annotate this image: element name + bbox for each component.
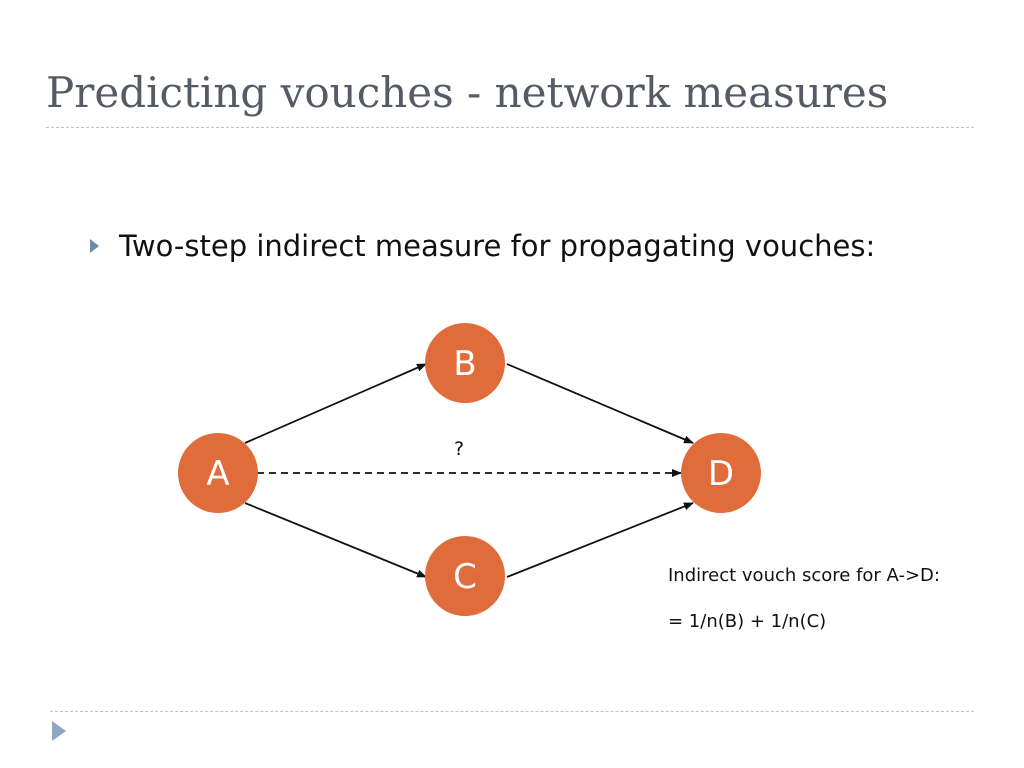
bullet-text: Two-step indirect measure for propagatin… (119, 229, 876, 263)
score-formula: = 1/n(B) + 1/n(C) (668, 611, 827, 632)
edge-a-c (244, 502, 427, 578)
node-b-circle (425, 323, 505, 403)
slide-title: Predicting vouches - network measures (46, 68, 889, 117)
next-slide-icon[interactable] (52, 721, 66, 741)
bullet-item: Two-step indirect measure for propagatin… (90, 226, 875, 266)
node-b: B (425, 323, 505, 403)
footer-divider (50, 711, 974, 712)
node-d-label: D (708, 454, 734, 494)
node-d: D (681, 433, 761, 513)
node-a-label: A (206, 454, 229, 494)
node-c-circle (425, 536, 505, 616)
title-divider (46, 127, 974, 128)
edge-b-d (506, 363, 694, 444)
node-c: C (425, 536, 505, 616)
node-c-label: C (453, 557, 477, 597)
node-a: A (178, 433, 258, 513)
triangle-bullet-icon (90, 239, 99, 253)
node-a-circle (178, 433, 258, 513)
node-d-circle (681, 433, 761, 513)
score-caption: Indirect vouch score for A->D: (668, 565, 940, 586)
node-b-label: B (453, 344, 476, 384)
edge-c-d (506, 502, 694, 578)
edge-a-b (244, 363, 427, 444)
edge-a-d-label: ? (454, 438, 464, 460)
